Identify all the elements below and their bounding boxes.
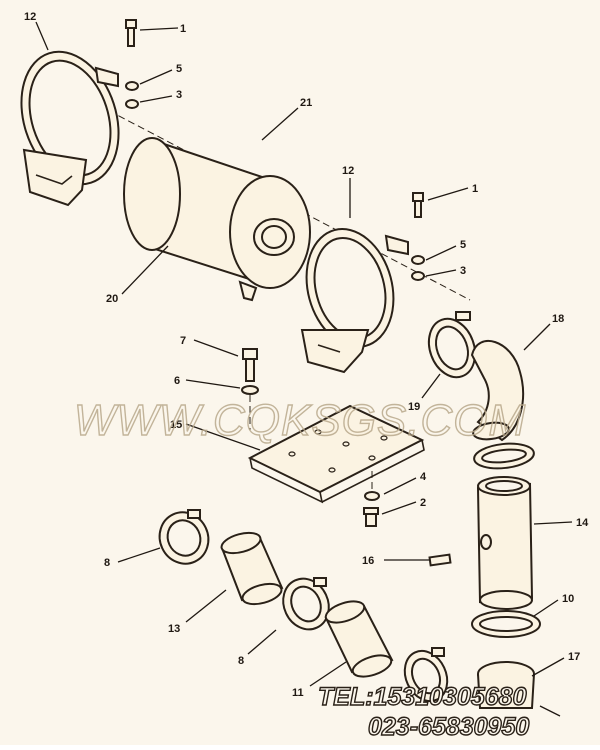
contact-tel: TEL:15310305680 <box>318 683 527 711</box>
callout-8-upper: 8 <box>104 557 110 569</box>
callout-21: 21 <box>300 97 312 109</box>
sleeve-17 <box>477 661 535 709</box>
leader-lines <box>35 21 573 717</box>
callout-5-upper: 5 <box>176 63 182 75</box>
watermark-text: WWW.CQKSGS.COM <box>74 396 526 445</box>
callout-14: 14 <box>576 517 589 529</box>
callout-16: 16 <box>362 555 374 567</box>
bolt-upper <box>125 19 137 47</box>
bolt-lower <box>412 192 424 218</box>
bolt-2 <box>363 507 379 527</box>
callout-18: 18 <box>552 313 564 325</box>
callout-20: 20 <box>106 293 118 305</box>
callout-12-lower: 12 <box>342 165 354 177</box>
callout-1-lower: 1 <box>472 183 478 195</box>
hose-11 <box>324 600 394 678</box>
hose-clamp-10 <box>471 610 541 638</box>
elbow-18 <box>470 339 525 442</box>
mounting-strap-upper <box>20 50 120 207</box>
fitting-16 <box>428 553 452 567</box>
callout-11: 11 <box>292 687 304 699</box>
hose-clamp-upper-right <box>473 442 535 470</box>
callout-4: 4 <box>420 471 427 483</box>
callout-7: 7 <box>180 335 186 347</box>
hose-clamp-8-lower <box>282 577 330 631</box>
washer-4 <box>364 491 380 501</box>
tube-14 <box>476 476 534 610</box>
mounting-plate-15 <box>247 404 425 504</box>
callout-12-upper: 12 <box>24 11 36 23</box>
callout-19: 19 <box>408 401 420 413</box>
callout-15: 15 <box>170 419 182 431</box>
callout-6: 6 <box>174 375 180 387</box>
callout-8-lower: 8 <box>238 655 244 667</box>
hose-13 <box>220 531 284 606</box>
callout-10: 10 <box>562 593 574 605</box>
hose-clamp-8-upper <box>158 509 210 565</box>
contact-phone: 023-65830950 <box>368 713 529 741</box>
callout-3-upper: 3 <box>176 89 182 101</box>
hose-clamp-9 <box>403 647 449 703</box>
washer-6 <box>241 385 259 395</box>
air-cleaner-body <box>123 137 311 302</box>
mounting-strap-lower <box>300 228 409 374</box>
callout-3-lower: 3 <box>460 265 466 277</box>
washer-nut-upper <box>125 81 139 109</box>
callout-1-upper: 1 <box>180 23 186 35</box>
bolt-7 <box>242 348 258 382</box>
hose-clamp-19 <box>427 311 477 379</box>
callout-17: 17 <box>568 651 580 663</box>
washer-nut-lower <box>411 255 425 281</box>
callout-labels: 1 12 5 3 21 20 12 1 5 3 7 6 18 19 15 4 2… <box>24 11 589 699</box>
callout-5-lower: 5 <box>460 239 466 251</box>
callout-2: 2 <box>420 497 426 509</box>
callout-13: 13 <box>168 623 180 635</box>
